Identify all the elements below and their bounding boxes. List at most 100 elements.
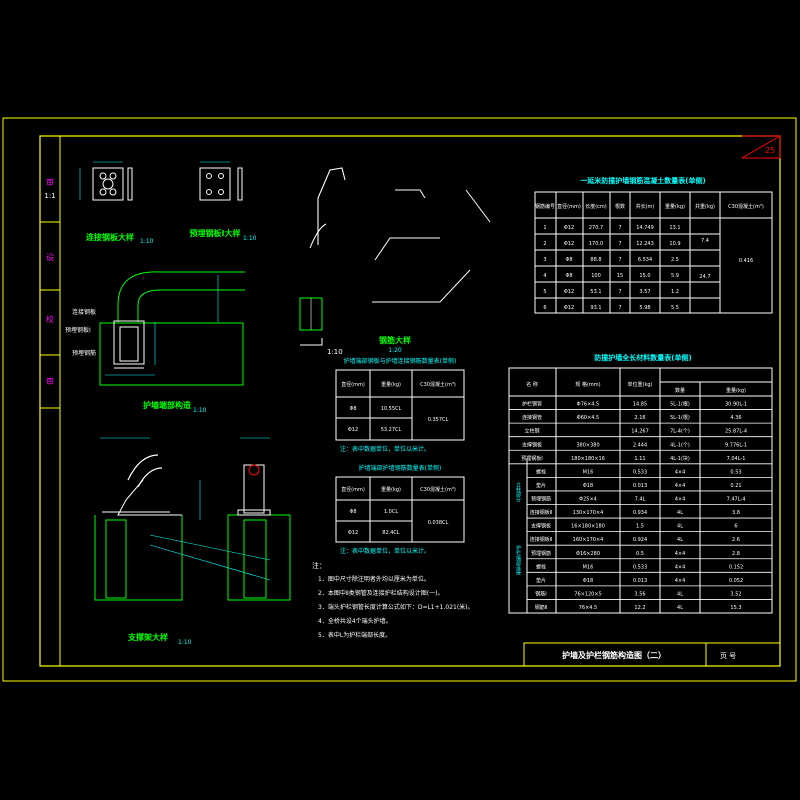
rebar-cell: 15 — [617, 273, 623, 279]
small-table-2-note: 注：表中数据单位，单位以米计。 — [340, 547, 430, 555]
material-name-cell: 预埋钢筋 — [531, 496, 551, 503]
material-cell: 380×380 — [576, 442, 599, 448]
rebar-cell: 5 — [543, 289, 546, 295]
section-scale: 1:10 — [327, 348, 343, 356]
material-cell: Φ16×280 — [576, 551, 600, 557]
st2-r2-c1: Φ12 — [348, 530, 358, 536]
small-table-2-title: 护墙端部护墙钢筋数量表(单侧) — [359, 464, 442, 472]
material-cell: 16×180×180 — [571, 524, 605, 530]
material-cell: 0.53 — [730, 469, 741, 475]
note-3: 3．端头护栏钢管长度计算公式如下：D=L1+1.021(米)。 — [318, 603, 474, 611]
rebar-cell: Φ12 — [564, 305, 574, 311]
material-cell: 7L-4(个) — [670, 429, 690, 435]
material-cell: 130×170×4 — [573, 510, 604, 516]
rebar-cell: 100 — [591, 273, 601, 279]
small-table-1-note: 注：表中数据单位，单位以米计。 — [340, 445, 430, 453]
material-name-cell: 垫片 — [536, 482, 546, 489]
rebar-cell: 270.7 — [589, 225, 603, 231]
st2-r2-c2: 82.4CL — [382, 530, 400, 536]
page-number: 25 — [765, 146, 775, 155]
material-cell: 6 — [734, 524, 737, 530]
st1-r1-c1: Φ8 — [349, 406, 356, 412]
rebar-cell: 7 — [618, 305, 621, 311]
material-name-cell: 连接钢板Ⅱ — [530, 509, 552, 516]
rebar-cell: 5.9 — [671, 273, 679, 279]
support-scale: 1:10 — [178, 639, 192, 646]
drawing-title: 护墙及护栏钢筋构造图（二） — [562, 650, 666, 660]
material-name-cell: 护栏钢管 — [522, 401, 542, 408]
notes-block: 注： 1．图中尺寸除注明者外均以厘米为单位。 2．本图中Ⅱ类钢管及连接护栏结构设… — [312, 561, 474, 639]
material-cell: 3.52 — [730, 591, 741, 597]
material-name-cell: 垫片 — [536, 577, 546, 584]
plate-b-detail: 预埋钢板I大样 1:10 — [190, 161, 257, 242]
mat-th-5: 重量(kg) — [726, 387, 746, 394]
rebar-shapes: 钢筋大样 1:20 1:10 — [299, 167, 491, 356]
title-block: 护墙及护栏钢筋构造图（二） 页 号 — [523, 642, 781, 667]
st1-r2-c2: 53.27CL — [381, 427, 402, 433]
material-cell: 0.533 — [633, 564, 647, 570]
material-cell: Φ18 — [583, 483, 593, 489]
rebar-cell: 3 — [543, 257, 546, 263]
rebar-cell: 6.534 — [638, 257, 652, 263]
rebar-merged-1: 7.4 — [701, 238, 709, 244]
small-table-2: 护墙端部护墙钢筋数量表(单侧) 直径(mm) 重量(kg) C30混凝土(m³)… — [335, 464, 465, 555]
mat-th-3: 单位重(kg) — [628, 381, 653, 388]
st1-th-3: C30混凝土(m³) — [420, 381, 456, 388]
material-cell: 4L — [677, 591, 683, 597]
side-stamp-5: 审 — [46, 376, 54, 386]
endcap-detail: 连接钢板 预埋钢板I 预埋钢筋 护墙端部构造 1:10 — [65, 271, 245, 414]
material-cell: 160×170×4 — [573, 537, 604, 543]
material-cell: 15.3 — [730, 605, 741, 611]
mat-group-1: 立柱部分 — [515, 481, 521, 503]
rebar-cell: 1 — [543, 225, 546, 231]
material-table-title: 防撞护墙全长材料数量表(单侧) — [594, 353, 691, 362]
material-cell: M16 — [583, 564, 594, 570]
rebar-cell: 1.2 — [671, 289, 679, 295]
material-cell: 0.533 — [633, 469, 647, 475]
rebar-cell: Φ12 — [564, 289, 574, 295]
endcap-scale: 1:10 — [193, 407, 207, 414]
rebar-cell: 12.243 — [636, 241, 654, 247]
material-cell: Φ60×4.5 — [577, 415, 599, 421]
rebar-cell: 93.1 — [590, 305, 601, 311]
material-cell: 76×4.5 — [579, 605, 598, 611]
small-table-1-title: 护墙端部钢板与护墙连接钢筋数量表(单侧) — [344, 357, 457, 365]
material-name-cell: 螺栓 — [536, 468, 546, 475]
material-cell: 4×4 — [675, 564, 686, 570]
material-name-cell: 预埋钢板Ⅰ — [521, 455, 542, 462]
material-cell: 3.8 — [732, 510, 740, 516]
material-cell: 7.04L-1 — [727, 456, 746, 462]
plate-a-detail: 连接钢板大样 1:10 — [79, 161, 154, 245]
material-cell: 0.934 — [633, 510, 647, 516]
rebar-cell: Φ8 — [565, 273, 572, 279]
material-cell: Φ18 — [583, 578, 593, 584]
mat-group-2: 护栏端部连接 — [515, 544, 521, 576]
rebar-table-title: 一延米防撞护墙钢筋混凝土数量表(单侧) — [580, 176, 705, 185]
rebar-th-3: 长度(cm) — [585, 203, 607, 210]
material-name-cell: 钢筋Ⅱ — [535, 604, 547, 611]
rebar-cell: 7 — [618, 257, 621, 263]
material-cell: 4L-1(个) — [670, 442, 690, 448]
material-cell: 4×4 — [675, 551, 686, 557]
material-cell: 180×180×16 — [571, 456, 605, 462]
material-cell: 0.924 — [633, 537, 647, 543]
st1-r1-c2: 10.55CL — [381, 406, 402, 412]
rebar-cell: 15.0 — [639, 273, 650, 279]
note-1: 1．图中尺寸除注明者外均以厘米为单位。 — [318, 575, 430, 583]
material-cell: 4L-1(块) — [670, 455, 690, 462]
material-name-cell: 支撑钢板 — [531, 523, 551, 530]
rebar-merged-2: 24.7 — [699, 274, 710, 280]
note-5: 5．表中L为护栏端部长度。 — [318, 631, 391, 639]
plate-a-scale: 1:10 — [140, 238, 154, 245]
material-cell: 4L — [677, 524, 683, 530]
endcap-callout-2: 预埋钢板I — [65, 326, 91, 334]
material-cell: 14.267 — [631, 429, 649, 435]
material-cell: 5L-1(根) — [670, 414, 690, 421]
support-side-view — [227, 437, 291, 601]
side-stamp-4: 校 — [46, 314, 54, 324]
rebar-th-8: C30混凝土(m³) — [728, 203, 764, 210]
plate-b-label: 预埋钢板I大样 — [190, 228, 241, 238]
side-stamp-1: 审 — [46, 177, 54, 187]
st2-th-3: C30混凝土(m³) — [420, 486, 456, 493]
